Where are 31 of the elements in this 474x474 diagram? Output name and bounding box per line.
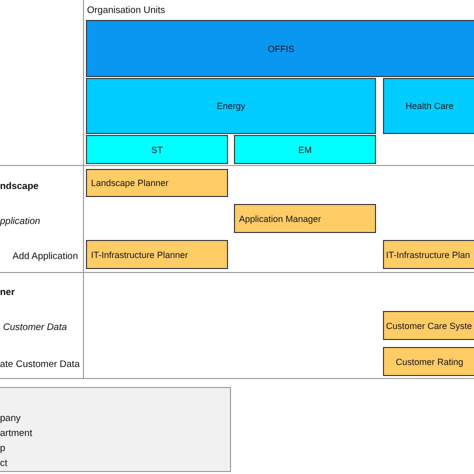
box-label: ST [151,144,163,154]
role-box [383,240,474,269]
box-label: Landscape Planner [91,178,169,188]
role-box [86,169,228,197]
legend-text: p [0,443,6,454]
organisation-unit-box [86,135,228,164]
row-label: ate Customer Data [0,359,80,370]
box-label: IT-Infrastructure Plan [386,250,470,260]
role-box [383,311,474,340]
box-label: IT-Infrastructure Planner [91,250,188,260]
organisation-unit-box [383,78,474,134]
box-label: OFFIS [268,44,294,54]
organisation-unit-box [86,78,376,134]
organisation-unit-box [86,20,474,77]
role-box [86,240,228,269]
organisation-unit-box [234,135,376,164]
box-label: Customer Care Syste [386,320,472,330]
legend-text: ct [0,458,8,469]
row-label: Customer Data [3,322,67,333]
legend-text: artment [0,428,32,439]
row-label: pplication [0,216,40,227]
box-label: Application Manager [239,214,322,224]
row-heading: ner [0,287,15,298]
role-box [234,204,376,233]
legend-text: pany [0,413,21,424]
box-label: EM [298,144,312,154]
row-heading: ndscape [0,181,39,192]
box-label: Energy [216,101,246,111]
box-label: Health Care [405,101,454,111]
box-label: Customer Rating [396,356,464,366]
role-box [383,347,474,376]
